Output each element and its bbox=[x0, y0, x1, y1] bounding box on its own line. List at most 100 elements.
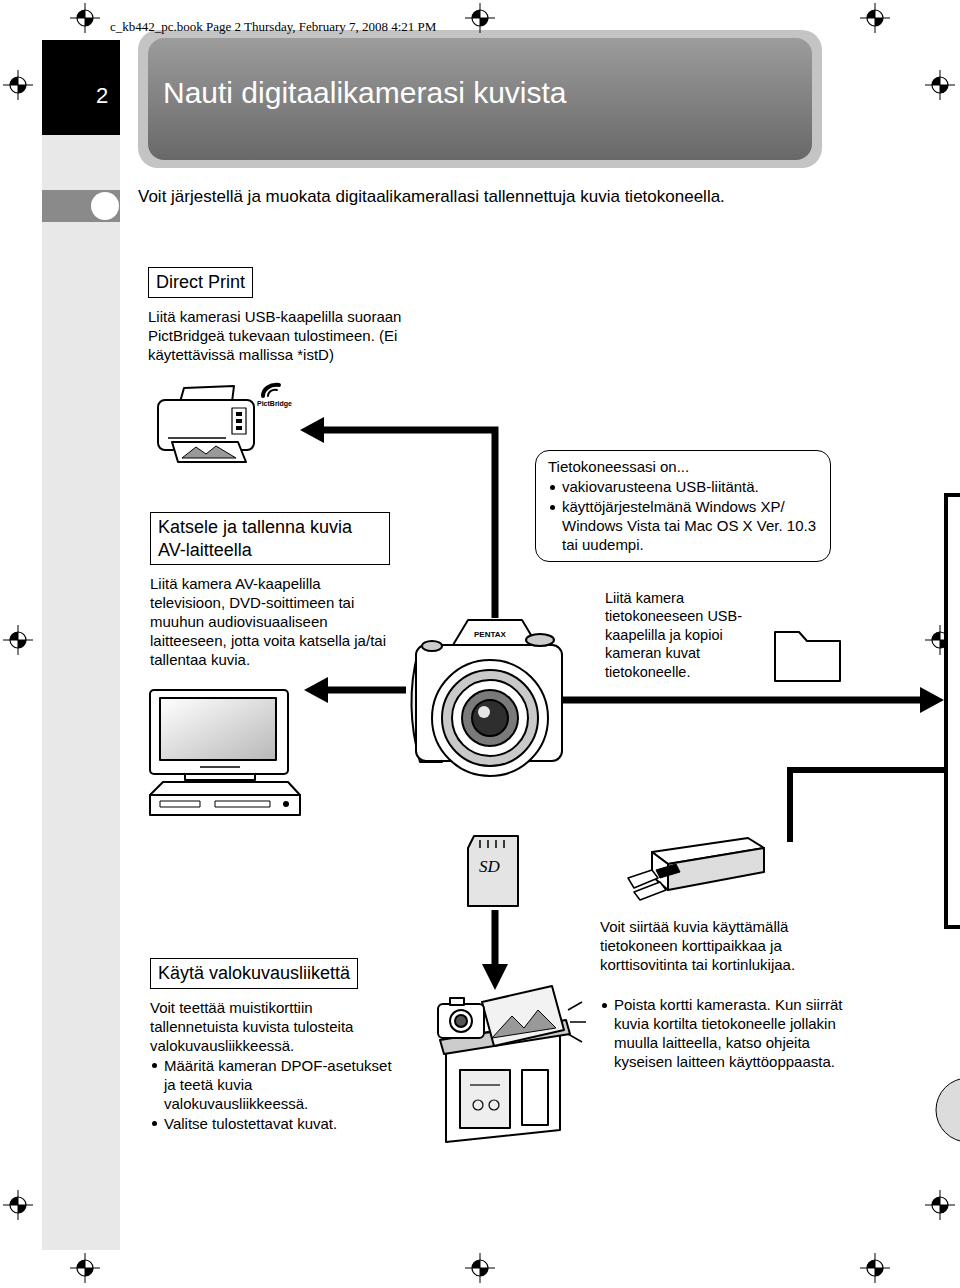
info-block: Käytä valokuvausliikettäVoit teettää mui… bbox=[150, 958, 395, 1133]
camera-illustration bbox=[526, 634, 554, 646]
file-header: c_kb442_pc.book Page 2 Thursday, Februar… bbox=[110, 19, 550, 36]
tv-illustration bbox=[215, 801, 270, 807]
card-reader bbox=[668, 848, 764, 890]
photo-shop bbox=[492, 1010, 556, 1038]
crop-marks bbox=[3, 625, 33, 655]
camera-illustration bbox=[478, 706, 490, 718]
crop-marks bbox=[925, 1190, 955, 1220]
sd-card bbox=[479, 840, 481, 848]
tv-illustration bbox=[200, 766, 240, 768]
printer-illustration bbox=[158, 386, 254, 462]
page-frame bbox=[42, 40, 120, 135]
card-reader bbox=[656, 864, 680, 878]
page-number: 2 bbox=[96, 82, 108, 110]
pictbridge-logo bbox=[263, 385, 279, 396]
pictbridge-logo bbox=[268, 390, 277, 396]
sd-card bbox=[468, 836, 518, 906]
card-reader bbox=[628, 838, 764, 900]
page-frame bbox=[138, 30, 822, 168]
printer-illustration bbox=[236, 412, 242, 416]
tv-illustration bbox=[160, 801, 200, 807]
flow-arrows bbox=[790, 770, 944, 842]
camera-illustration bbox=[432, 660, 548, 776]
bullet-item: käyttöjärjestelmänä Windows XP/ Windows … bbox=[548, 497, 818, 554]
requirements-box: Tietokoneessasi on...vakiovarusteena USB… bbox=[535, 450, 831, 562]
camera-illustration bbox=[462, 690, 518, 746]
printer-illustration bbox=[168, 437, 226, 439]
photo-shop bbox=[522, 1070, 548, 1125]
photo-shop bbox=[568, 1002, 582, 1010]
printer-illustration bbox=[232, 408, 246, 434]
body-text: Liitä kamera AV-kaapelilla televisioon, … bbox=[150, 574, 398, 669]
crop-marks bbox=[70, 1253, 100, 1283]
tv-illustration bbox=[185, 774, 255, 780]
logo-text: PictBridge bbox=[257, 400, 292, 409]
photo-shop bbox=[450, 1010, 472, 1032]
card-reader bbox=[634, 882, 666, 900]
box-heading: Katsele ja tallenna kuvia AV-laitteella bbox=[150, 512, 390, 565]
flow-arrows bbox=[304, 677, 328, 703]
printer-illustration bbox=[236, 426, 242, 430]
card-note: Voit siirtää kuvia käyttämällä tietokone… bbox=[600, 917, 838, 974]
tv-illustration bbox=[150, 782, 300, 795]
page-frame bbox=[42, 190, 120, 222]
photo-shop bbox=[438, 986, 586, 1142]
crop-marks bbox=[860, 1253, 890, 1283]
card-mark: SD bbox=[479, 856, 500, 878]
folder-icon bbox=[775, 632, 840, 681]
page-frame bbox=[42, 40, 120, 1250]
sd-card bbox=[468, 836, 518, 906]
computer-frame bbox=[946, 495, 960, 927]
box-heading: Direct Print bbox=[148, 267, 253, 298]
flow-arrows bbox=[300, 417, 324, 443]
flow-arrows bbox=[492, 910, 499, 966]
flow-arrows bbox=[300, 417, 944, 990]
bullet-item: vakiovarusteena USB-liitäntä. bbox=[548, 477, 818, 496]
photo-shop bbox=[482, 986, 564, 1046]
camera-illustration bbox=[422, 641, 442, 651]
tv-illustration bbox=[150, 690, 288, 774]
printer-illustration bbox=[172, 442, 246, 462]
box-heading: Tietokoneessasi on... bbox=[548, 457, 818, 476]
bullet-item: Määritä kameran DPOF-asetukset ja teetä … bbox=[150, 1056, 395, 1113]
photo-shop bbox=[473, 1100, 483, 1110]
printer-illustration bbox=[236, 419, 242, 423]
photo-shop bbox=[570, 1021, 586, 1023]
tv-illustration bbox=[160, 698, 276, 760]
page-frame bbox=[936, 1078, 960, 1142]
camera-illustration bbox=[411, 620, 562, 776]
page-title: Nauti digitaalikamerasi kuvista bbox=[163, 76, 567, 110]
crop-marks bbox=[3, 70, 33, 100]
tv-illustration bbox=[150, 795, 300, 815]
tv-illustration bbox=[150, 690, 300, 815]
pictbridge-logo bbox=[263, 385, 279, 396]
intro-text: Voit järjestellä ja muokata digitaalikam… bbox=[138, 186, 898, 208]
camera-illustration bbox=[442, 670, 538, 766]
photo-shop bbox=[460, 1070, 510, 1128]
body-text: Voit teettää muistikorttiin tallennetuis… bbox=[150, 998, 395, 1055]
page-frame bbox=[42, 30, 960, 1250]
flow-arrows bbox=[326, 687, 406, 694]
sd-card bbox=[503, 840, 505, 848]
camera-illustration bbox=[453, 620, 537, 645]
page-frame bbox=[91, 192, 119, 220]
crop-marks bbox=[465, 3, 495, 33]
printer-illustration bbox=[182, 446, 236, 458]
crop-marks bbox=[3, 3, 955, 1283]
flow-arrows bbox=[562, 697, 922, 704]
photo-shop bbox=[438, 1004, 484, 1038]
sd-card bbox=[495, 840, 497, 848]
camera-illustration bbox=[472, 700, 508, 736]
tv-illustration bbox=[283, 801, 289, 807]
page-frame bbox=[148, 38, 812, 160]
bullet-note: Poista kortti kamerasta. Kun siirrät kuv… bbox=[600, 995, 852, 1071]
flow-arrows bbox=[482, 964, 508, 990]
flow-arrows bbox=[920, 687, 944, 713]
photo-shop bbox=[450, 998, 464, 1005]
photo-shop bbox=[455, 1015, 467, 1027]
crop-marks bbox=[3, 1190, 33, 1220]
folder-icon bbox=[775, 632, 840, 681]
computer-frame bbox=[946, 495, 960, 927]
photo-shop bbox=[470, 1084, 500, 1085]
